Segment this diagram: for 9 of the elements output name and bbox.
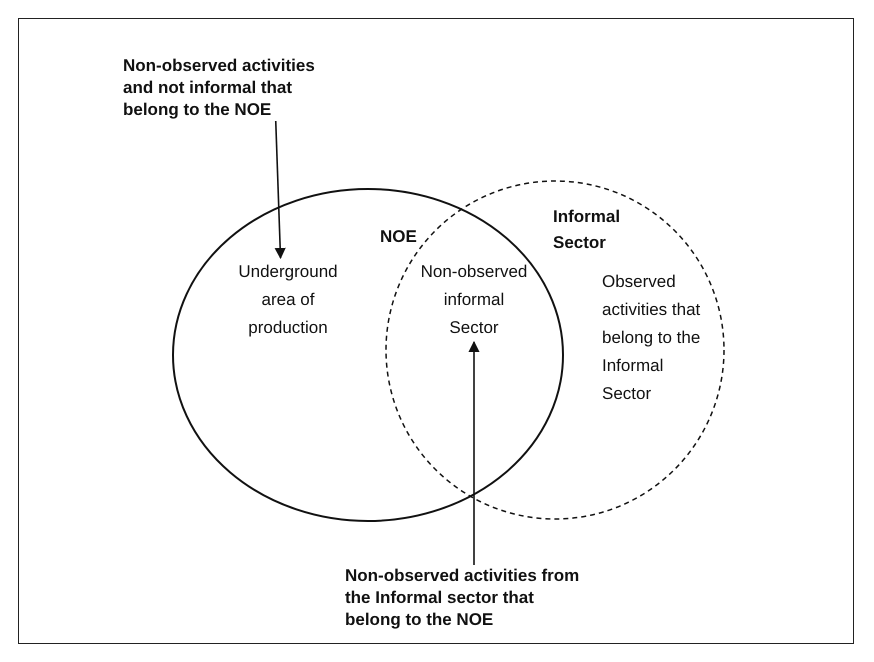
callout-text: Non-observed activities and not informal that belong to the NOE — [123, 55, 338, 121]
callout-text: Non-observed activities from the Informal sector that belong to the NOE — [345, 565, 580, 631]
circle-title: Informal Sector — [553, 206, 622, 254]
area-label: Observed activities that belong to the Informal Sector — [602, 268, 702, 464]
circle-title: NOE — [380, 226, 417, 248]
area-label: Underground area of production — [232, 258, 344, 342]
area-label: Non-observed informal Sector — [418, 258, 530, 342]
arrow — [468, 340, 480, 565]
arrow — [274, 120, 286, 260]
